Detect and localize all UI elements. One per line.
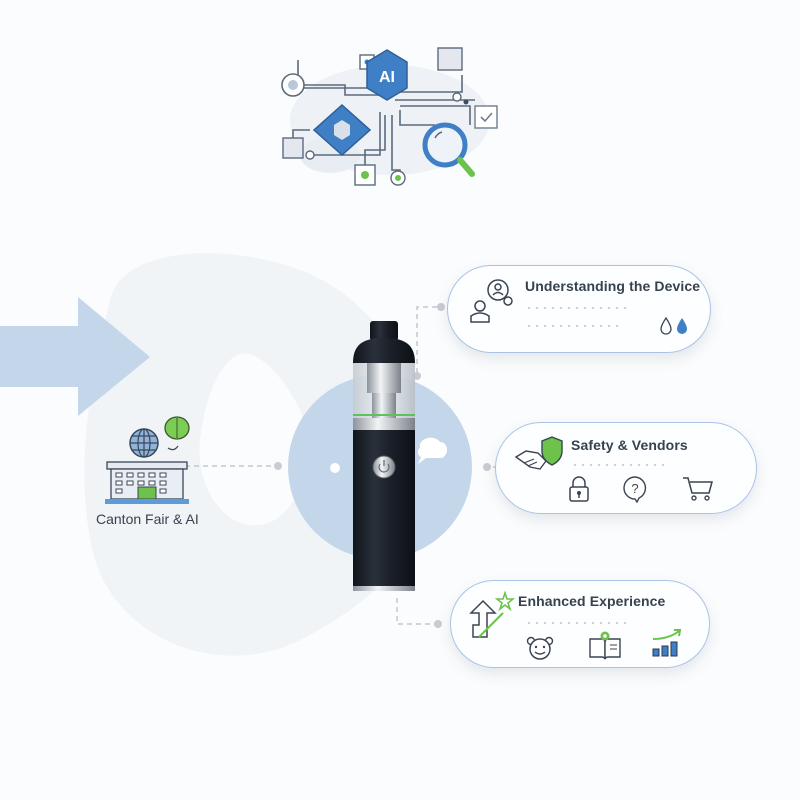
placeholder-dots [525, 325, 621, 327]
lock-icon [569, 476, 589, 502]
chat-bubble-icon [412, 430, 452, 470]
ai-chip-label: AI [379, 69, 395, 86]
droplet-filled-icon [677, 318, 687, 334]
brain-icon [164, 416, 190, 451]
card-title: Safety & Vendors [571, 437, 688, 453]
globe-icon [129, 428, 159, 458]
smiley-face-icon [526, 636, 554, 660]
card-title: Understanding the Device [525, 278, 701, 294]
upgrade-arrow-star-icon [469, 591, 515, 638]
canton-fair-label: Canton Fair & AI [96, 511, 199, 527]
placeholder-dots [525, 307, 629, 309]
cart-icon [683, 477, 713, 501]
placeholder-dots [571, 464, 667, 466]
power-button-icon [372, 455, 396, 479]
card-title: Enhanced Experience [518, 593, 666, 609]
card-understanding-device[interactable]: Understanding the Device [447, 265, 711, 353]
question-bubble-icon: ? [623, 476, 647, 503]
vape-pen-device [350, 318, 420, 598]
book-icon [589, 631, 621, 660]
canton-fair-node: Canton Fair & AI [96, 410, 200, 527]
droplet-outline-icon [660, 316, 672, 335]
user-gear-icon [470, 279, 513, 323]
ai-network-graphic: AI [270, 40, 510, 200]
arrow-shape [0, 297, 150, 416]
growth-chart-icon [652, 629, 682, 657]
building-icon [105, 461, 189, 504]
card-safety-vendors[interactable]: Safety & Vendors ? [495, 422, 757, 514]
handshake-shield-icon [514, 436, 563, 470]
svg-text:?: ? [631, 481, 638, 496]
card-enhanced-experience[interactable]: Enhanced Experience [450, 580, 710, 668]
placeholder-dots [525, 622, 629, 624]
